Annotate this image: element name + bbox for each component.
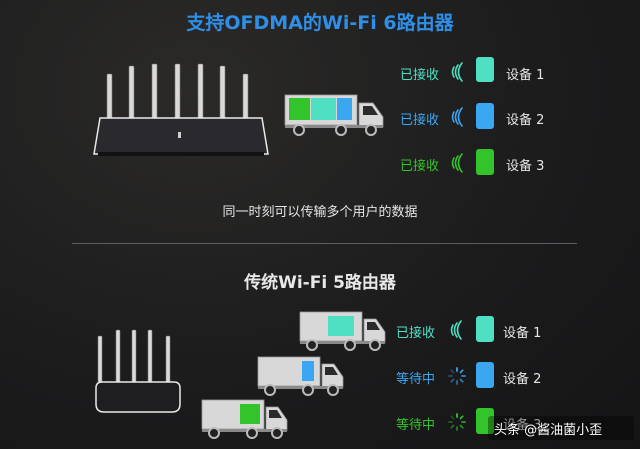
wifi6-device3-label: 设备 3 xyxy=(506,159,545,174)
section-divider xyxy=(72,243,577,244)
cargo-blue xyxy=(337,98,352,120)
wifi5-device3-tile xyxy=(476,408,494,434)
wifi6-truck-icon xyxy=(284,94,384,136)
signal-waves-icon xyxy=(450,320,462,340)
wifi6-device2-tile xyxy=(476,103,494,129)
wifi6-device2-label: 设备 2 xyxy=(506,113,545,128)
wifi6-title: 支持OFDMA的Wi-Fi 6路由器 xyxy=(186,12,454,34)
wifi5-device3-status: 等待中 xyxy=(396,418,436,433)
signal-waves-icon xyxy=(451,153,463,173)
watermark: 头条 @酱油菌小歪 xyxy=(494,423,603,438)
wifi5-device1-tile xyxy=(476,316,494,342)
wifi6-device3-status: 已接收 xyxy=(400,159,440,174)
wifi5-device3-label: 设备 3 xyxy=(503,418,542,433)
wifi6-device1-label: 设备 1 xyxy=(506,68,545,83)
wifi5-device1-status: 已接收 xyxy=(396,326,436,341)
wifi6-device1-status: 已接收 xyxy=(400,68,440,83)
wifi5-device1-label: 设备 1 xyxy=(503,326,542,341)
watermark-backdrop xyxy=(488,416,634,440)
loading-spinner-icon xyxy=(448,413,466,431)
cargo-green xyxy=(289,98,310,120)
loading-spinner-icon xyxy=(448,367,466,385)
signal-waves-icon xyxy=(451,107,463,127)
wifi5-truck1-icon xyxy=(299,311,386,351)
wifi5-title: 传统Wi-Fi 5路由器 xyxy=(244,273,396,293)
wifi5-device2-status: 等待中 xyxy=(396,372,436,387)
wifi5-device2-tile xyxy=(476,362,494,388)
wifi5-router-icon xyxy=(95,329,181,413)
wifi6-router-icon xyxy=(93,63,269,156)
wifi5-truck3-icon xyxy=(201,399,288,439)
wifi6-device3-tile xyxy=(476,149,494,175)
cargo-cyan xyxy=(311,98,336,120)
wifi6-device2-status: 已接收 xyxy=(400,113,440,128)
wifi5-truck2-icon xyxy=(257,356,344,396)
wifi6-description: 同一时刻可以传输多个用户的数据 xyxy=(222,205,418,220)
wifi5-device2-label: 设备 2 xyxy=(503,372,542,387)
wifi6-device1-tile xyxy=(476,57,494,82)
signal-waves-icon xyxy=(451,62,463,82)
